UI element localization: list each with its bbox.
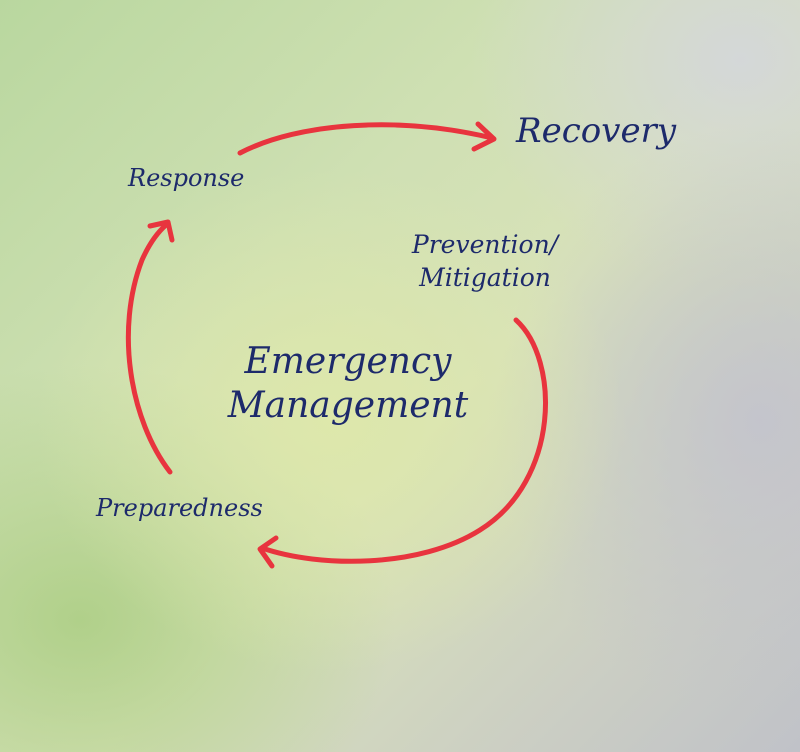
center-title-line-2: Management — [227, 385, 469, 426]
arrow-prevention-to-preparedness — [259, 317, 548, 564]
center-title: Emergency Management — [188, 340, 508, 428]
stage-response-label: Response — [128, 164, 245, 192]
arrow-head-preparedness — [257, 535, 279, 569]
arrow-head-response — [147, 219, 175, 243]
arrow-preparedness-to-response — [125, 222, 173, 475]
arrow-head-recovery — [471, 121, 497, 152]
prevention-line-2: Mitigation — [419, 263, 551, 292]
prevention-line-1: Prevention/ — [411, 230, 559, 259]
stage-prevention-label: Prevention/ Mitigation — [380, 228, 590, 294]
arrow-response-to-recovery — [237, 122, 495, 156]
stage-preparedness-label: Preparedness — [96, 494, 263, 522]
center-title-line-1: Emergency — [244, 341, 452, 382]
stage-recovery-label: Recovery — [516, 111, 677, 151]
